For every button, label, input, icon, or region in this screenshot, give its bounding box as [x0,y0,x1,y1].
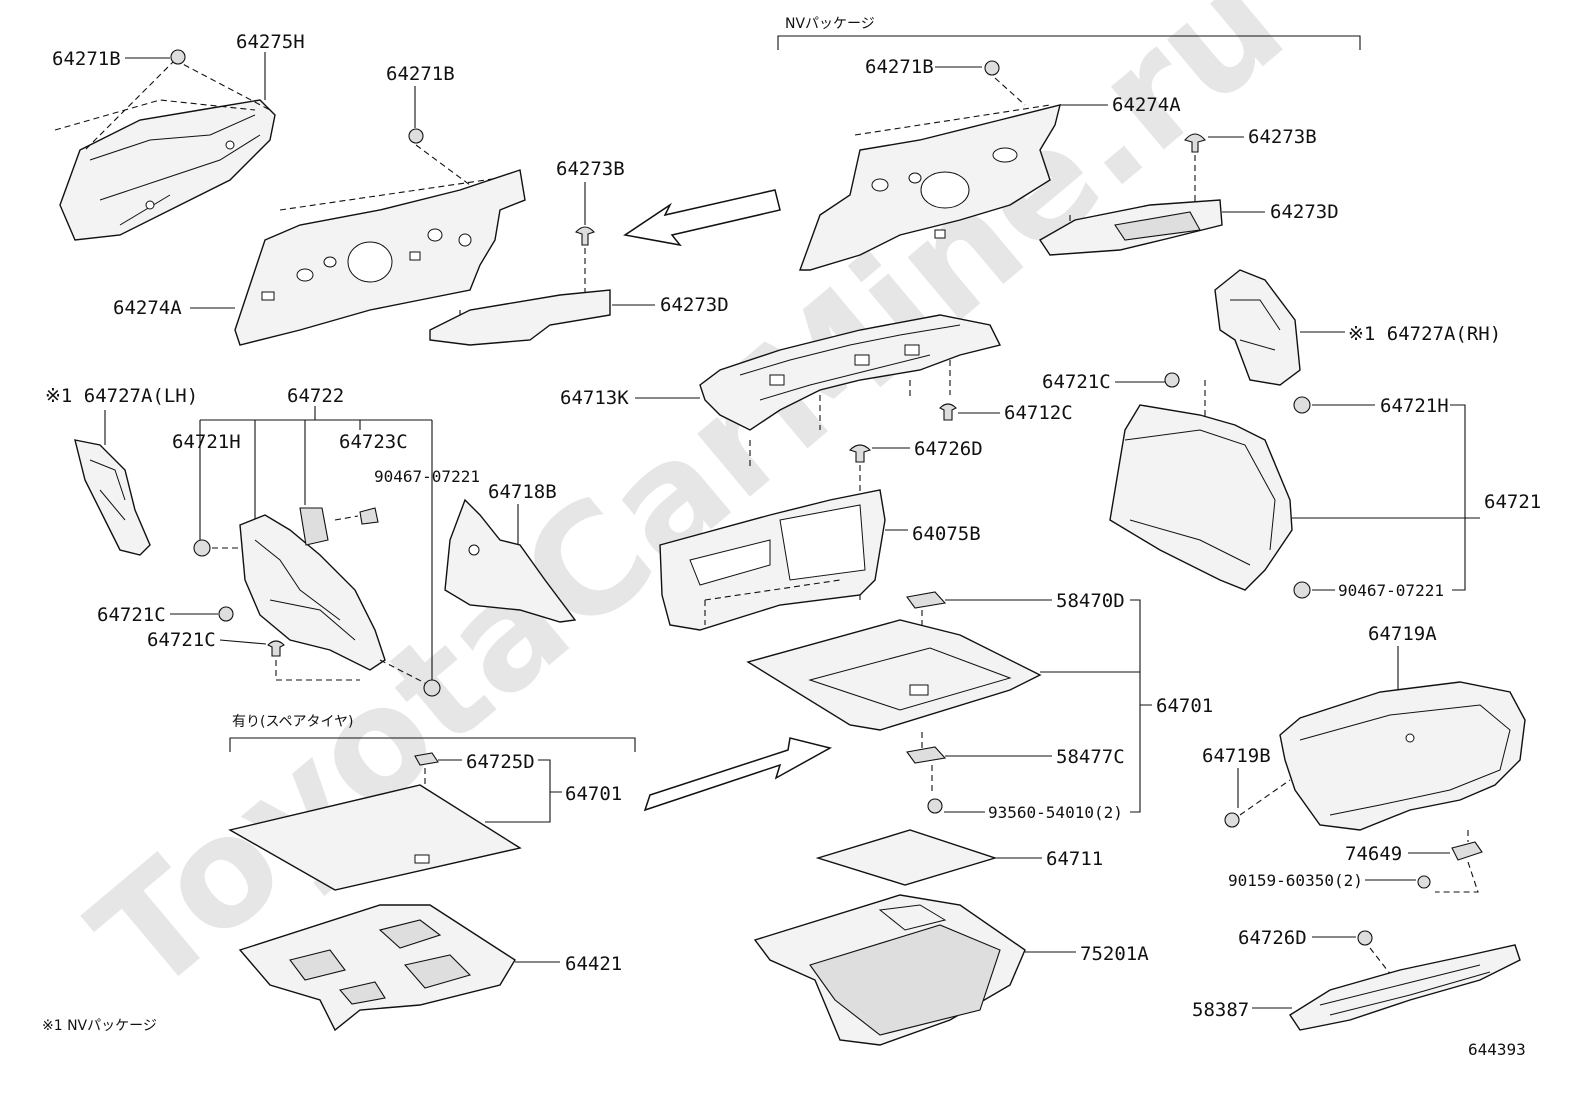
label-58387: 58387 [1192,999,1249,1021]
clip-64726D-a [848,444,872,463]
clip-64721C-a [218,606,234,622]
part-64701-deck-board [746,619,1042,731]
label-64273B-b: 64273B [1248,126,1317,148]
label-64718B: 64718B [488,481,557,503]
part-64727A-LH [74,439,151,556]
label-64271B-c: 64271B [865,56,934,78]
part-64727A-RH [1214,269,1301,386]
label-64721: 64721 [1484,491,1541,513]
part-64075B-board [659,489,886,631]
label-64725D: 64725D [466,751,535,773]
label-64271B-a: 64271B [52,48,121,70]
label-64274A-a: 64274A [113,297,182,319]
label-64712C: 64712C [1004,402,1073,424]
figure-id: 644393 [1468,1040,1526,1059]
clip-64721H-a [193,539,211,557]
label-90467-a: 90467-07221 [374,467,480,486]
label-64721H-b: 64721H [1380,395,1449,417]
label-64727A-RH: ※1 64727A(RH) [1348,323,1501,345]
clip-64273B-b [1184,133,1206,153]
part-64274A-panel-a [234,169,526,346]
label-64421: 64421 [565,953,622,975]
label-64721C-c: 64721C [1042,371,1111,393]
clip-64273B-a [575,226,595,246]
clip-64271B-c [984,60,1000,76]
label-64275H: 64275H [236,31,305,53]
part-64701-mat-spare [228,784,522,891]
label-64719B: 64719B [1202,745,1271,767]
label-64723C: 64723C [339,431,408,453]
label-64726D-a: 64726D [914,438,983,460]
label-64727A-LH: ※1 64727A(LH) [45,385,198,407]
label-58477C: 58477C [1056,746,1125,768]
label-75201A: 75201A [1080,943,1149,965]
part-64713K-plate [699,314,1002,431]
label-64721C-b: 64721C [147,629,216,651]
label-64273D-b: 64273D [1270,201,1339,223]
part-58477C [906,746,947,764]
label-64271B-b: 64271B [386,63,455,85]
spare-tire-header: 有り(スペアタイヤ) [232,714,354,730]
label-64274A-b: 64274A [1112,94,1181,116]
part-64722-side-trim [239,514,386,671]
part-64723C-grille [299,507,329,546]
label-64726D-b: 64726D [1238,927,1307,949]
part-75201A-tray [753,894,1026,1046]
clip-90467-b [1293,581,1311,599]
part-74649 [1451,841,1483,861]
part-64274A-panel-b [799,104,1061,271]
part-58387-scuff-plate [1289,944,1521,1031]
clip-90467-a-bottom [423,679,441,697]
clip-64721C-c [1164,372,1180,388]
clip-64721C-b [267,640,285,657]
label-74649: 74649 [1345,843,1402,865]
part-64725D [414,752,439,766]
label-58470D: 58470D [1056,590,1125,612]
label-64701-a: 64701 [1156,695,1213,717]
label-64701-b: 64701 [565,783,622,805]
bolt-93560 [927,798,943,814]
clip-64719B [1224,812,1240,828]
label-64711: 64711 [1046,848,1103,870]
clip-90467-a [359,507,379,525]
label-64273D-a: 64273D [660,294,729,316]
label-64722: 64722 [287,385,344,407]
clip-64721H-b [1293,396,1311,414]
part-58470D [906,591,947,609]
clip-64726D-b [1357,930,1373,946]
direction-arrow-top [623,189,781,247]
label-93560: 93560-54010(2) [988,803,1123,822]
part-64275H-cover [59,99,276,241]
part-64273D-a [429,289,611,346]
label-64721C-a: 64721C [97,604,166,626]
label-64713K: 64713K [560,387,629,409]
direction-arrow-middle [643,737,833,812]
label-64273B-a: 64273B [556,158,625,180]
nv-package-header: NVパッケージ [785,16,875,32]
footnote-nv-package: ※1 NVパッケージ [42,1018,157,1034]
clip-64271B-b [408,128,424,144]
bolt-90159 [1417,875,1431,889]
clip-64712C [939,403,957,421]
part-64719A-trunk-lid-trim [1279,681,1526,831]
label-64075B: 64075B [912,523,981,545]
part-64721-right-trim [1109,404,1293,591]
part-64421-spare-tray [238,904,516,1032]
part-64711-mat [815,829,998,886]
label-64719A: 64719A [1368,623,1437,645]
label-64721H-a: 64721H [172,431,241,453]
label-90159: 90159-60350(2) [1228,871,1363,890]
clip-64271B-a [170,49,186,65]
part-64273D-b [1039,199,1223,256]
label-90467-b: 90467-07221 [1338,581,1444,600]
part-64718B-trim [444,498,577,623]
